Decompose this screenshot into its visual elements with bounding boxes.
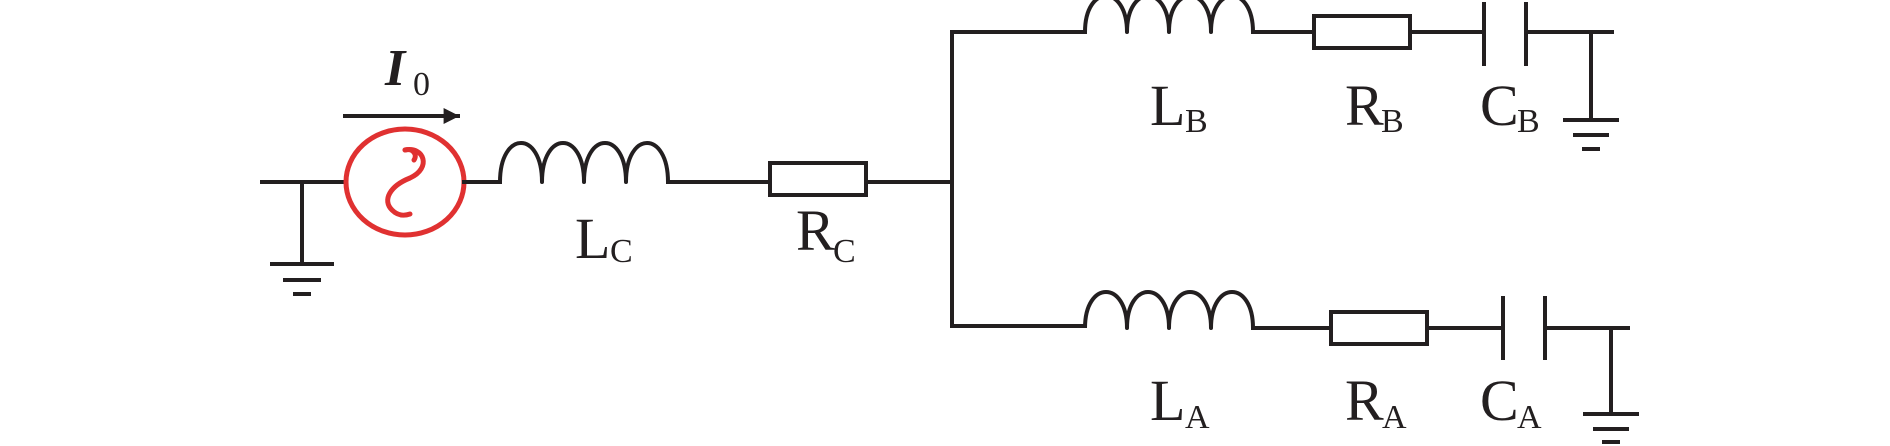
inductor-lb [1083, 0, 1316, 34]
capacitor-ca-subscript: A [1517, 399, 1542, 436]
capacitor-ca-label: C [1480, 368, 1519, 433]
branch-a-ground-icon [1583, 326, 1639, 444]
source-ground-icon [260, 180, 334, 296]
capacitor-ca [1501, 296, 1630, 360]
ac-source-icon [300, 126, 502, 238]
inductor-lb-label: L [1150, 73, 1185, 138]
inductor-lc-subscript: C [610, 233, 633, 270]
current-label: I [384, 40, 407, 97]
capacitor-cb-label: C [1480, 73, 1519, 138]
inductor-la-label: L [1150, 368, 1185, 433]
resistor-rb-label: R [1345, 73, 1384, 138]
inductor-lc [498, 141, 772, 184]
resistor-ra-subscript: A [1382, 399, 1407, 436]
capacitor-cb [1482, 2, 1614, 66]
resistor-ra-label: R [1345, 368, 1384, 433]
branch-b-ground-icon [1563, 30, 1619, 151]
resistor-rb [1312, 14, 1486, 50]
capacitor-cb-subscript: B [1517, 103, 1540, 140]
resistor-rc-label: R [796, 198, 835, 263]
current-label-subscript: 0 [413, 66, 430, 103]
inductor-lb-subscript: B [1185, 103, 1208, 140]
inductor-lc-label: L [575, 206, 610, 271]
resistor-ra [1329, 310, 1505, 346]
inductor-la [1083, 290, 1333, 330]
inductor-la-subscript: A [1185, 399, 1210, 436]
resistor-rb-subscript: B [1381, 103, 1404, 140]
resistor-rc-subscript: C [833, 233, 856, 270]
resistor-rc [768, 161, 954, 197]
